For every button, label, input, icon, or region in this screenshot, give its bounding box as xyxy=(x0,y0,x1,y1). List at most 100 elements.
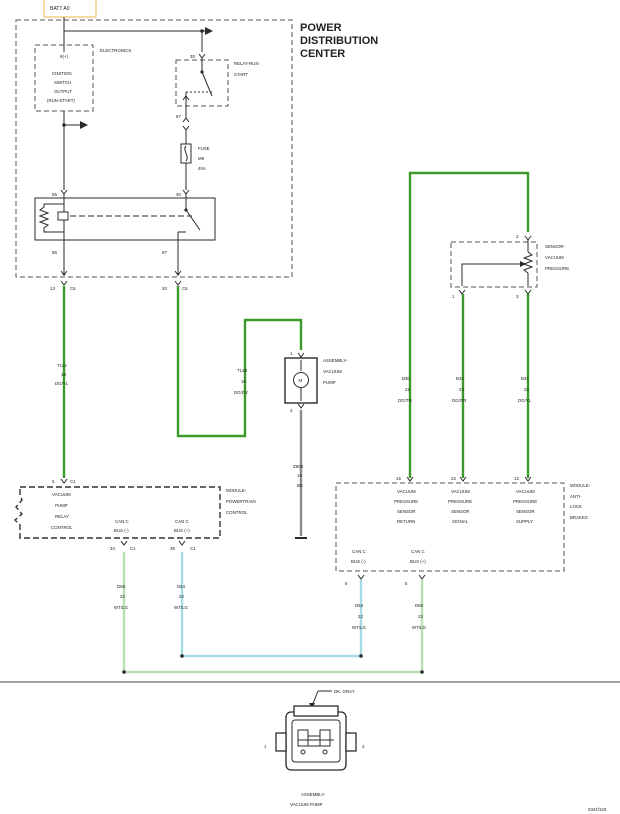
wire-d65-right-color: WT/LG xyxy=(412,625,426,630)
pcm-canc-minus-1: CAN C xyxy=(115,519,129,524)
abs-return-1: VACUUM xyxy=(397,489,416,494)
wire-d65-right-circuit: D65 xyxy=(415,603,424,608)
fuse-label-3: 40A xyxy=(198,166,206,171)
abs-signal-1: VACUUM xyxy=(451,489,470,494)
pin-87-relay: 87 xyxy=(162,250,167,255)
abs-label-1: MODULE- xyxy=(570,483,591,488)
wire-b32-circuit: B32 xyxy=(456,376,464,381)
batt-arrow xyxy=(205,27,213,35)
relay-run-start-2: START xyxy=(234,72,248,77)
pcm-label-2: POWERTRAIN xyxy=(226,499,256,504)
wire-t112-circuit: T112 xyxy=(57,363,67,368)
abs-label-2: ANTI- xyxy=(570,494,582,499)
c6-mid-conn: C6 xyxy=(182,286,188,291)
sensor-pin-2: 2 xyxy=(516,234,519,239)
pump-pin-1: 1 xyxy=(290,351,293,356)
pin-86: 86 xyxy=(52,250,57,255)
sensor-box xyxy=(450,241,538,288)
connector-title-2: VACUUM PUMP xyxy=(290,802,323,807)
abs-pin-22: 22 xyxy=(451,476,456,481)
abs-return-3: SENSOR xyxy=(397,509,416,514)
pump-label-1: ASSEMBLY- xyxy=(323,358,348,363)
ignition-line-3: OUTPUT xyxy=(54,89,72,94)
pdc-title-2: DISTRIBUTION xyxy=(300,35,378,47)
wire-d64-right-color: WT/LG xyxy=(352,625,366,630)
sensor-label-2: VACUUM xyxy=(545,255,564,260)
pcm-pin-34: 34 xyxy=(110,546,115,551)
abs-supply-1: VACUUM xyxy=(516,489,535,494)
wire-d65-left-color: WT/LG xyxy=(114,605,128,610)
splice xyxy=(200,29,204,33)
pcm-conn-c1: C1 xyxy=(70,479,76,484)
abs-signal-2: PRESSURE xyxy=(448,499,472,504)
abs-label-3: LOCK xyxy=(570,504,582,509)
pcm-relay-text-3: RELAY xyxy=(55,514,69,519)
wire-b30-color: DG/TN xyxy=(398,398,412,403)
pcm-label-1: MODULE- xyxy=(226,488,247,493)
pcm-relay-text-1: VACUUM xyxy=(52,492,71,497)
wire-d65-right-gauge: 22 xyxy=(418,614,423,619)
wire-t128-gauge: 16 xyxy=(241,379,246,384)
wire-z909-circuit: Z909 xyxy=(293,464,304,469)
ignition-line-4: (RUN-START) xyxy=(47,98,75,103)
wire-z909-color: BK xyxy=(297,483,303,488)
wire-b31-circuit: B31 xyxy=(521,376,529,381)
batt-box xyxy=(43,0,97,18)
abs-signal-3: SENSOR xyxy=(451,509,470,514)
wire-b30 xyxy=(408,171,530,478)
pcm-canc-plus-1: CAN C xyxy=(175,519,189,524)
pcm-c1b: C1 xyxy=(190,546,196,551)
abs-canc-plus-1: CAN C xyxy=(411,549,425,554)
wire-d64-left-color: WT/LG xyxy=(174,605,188,610)
pcm-relay-text-4: CONTROL xyxy=(51,525,73,530)
abs-canc-minus-2: BUS (-) xyxy=(351,559,366,564)
motor-symbol: M xyxy=(299,378,303,383)
wire-t112-color: DG/YL xyxy=(55,381,69,386)
figure-id: 0341f133 xyxy=(588,807,607,812)
connector-title-1: ASSEMBLY- xyxy=(301,792,326,797)
relay-run-start-1: RELAY-RUN xyxy=(234,61,259,66)
wire-d65-left-circuit: D65 xyxy=(117,584,126,589)
sensor-pin-1: 1 xyxy=(452,294,455,299)
c6-left-conn: C6 xyxy=(70,286,76,291)
motor-icon xyxy=(293,372,309,388)
pcm-canc-plus-2: BUS (+) xyxy=(174,528,190,533)
pin-30-top: 30 xyxy=(190,54,195,59)
wire-b30-circuit: B30 xyxy=(402,376,410,381)
wire-d65-left-gauge: 22 xyxy=(120,594,125,599)
abs-canc-plus-2: BUS (+) xyxy=(410,559,426,564)
wire-z909-gauge: 16 xyxy=(297,473,302,478)
abs-signal-4: SIGNAL xyxy=(452,519,469,524)
wire-d64-right-gauge: 22 xyxy=(358,614,363,619)
pdc-title-3: CENTER xyxy=(300,48,345,60)
connector-pin-1: 1 xyxy=(264,744,267,749)
abs-canc-minus-1: CAN C xyxy=(352,549,366,554)
abs-return-4: RETURN xyxy=(397,519,415,524)
sensor-pin-3: 3 xyxy=(516,294,519,299)
abs-pin-12: 12 xyxy=(514,476,519,481)
pcm-c1a: C1 xyxy=(130,546,136,551)
pump-label-2: VACUUM xyxy=(323,369,342,374)
pdc-title-1: POWER xyxy=(300,22,342,34)
wire-b32-color: DG/OR xyxy=(452,398,466,403)
pump-pin-2: 2 xyxy=(290,408,293,413)
wire-b30-gauge: 22 xyxy=(405,387,410,392)
pdc-box xyxy=(15,19,293,278)
pcm-canc-minus-2: BUS (-) xyxy=(114,528,129,533)
abs-box xyxy=(335,482,565,572)
abs-label-4: BRAKES xyxy=(570,515,588,520)
sensor-label-1: SENSOR- xyxy=(545,244,566,249)
output-arrow xyxy=(80,121,88,129)
pin-87-top: 87 xyxy=(176,114,181,119)
wire-d64-left-circuit: D64 xyxy=(177,584,186,589)
ignition-line-2: SWITCH xyxy=(54,80,71,85)
abs-pin-5: 5 xyxy=(405,581,408,586)
pin-30-relay: 30 xyxy=(176,192,181,197)
c6-mid-pin: 20 xyxy=(162,286,167,291)
wire-t128 xyxy=(176,286,303,438)
abs-return-2: PRESSURE xyxy=(394,499,418,504)
connector-pin-2: 2 xyxy=(362,744,365,749)
wire-t112-gauge: 18 xyxy=(61,372,66,377)
connector-color-label: DK. GRAY xyxy=(334,689,355,694)
abs-pin-16: 16 xyxy=(396,476,401,481)
